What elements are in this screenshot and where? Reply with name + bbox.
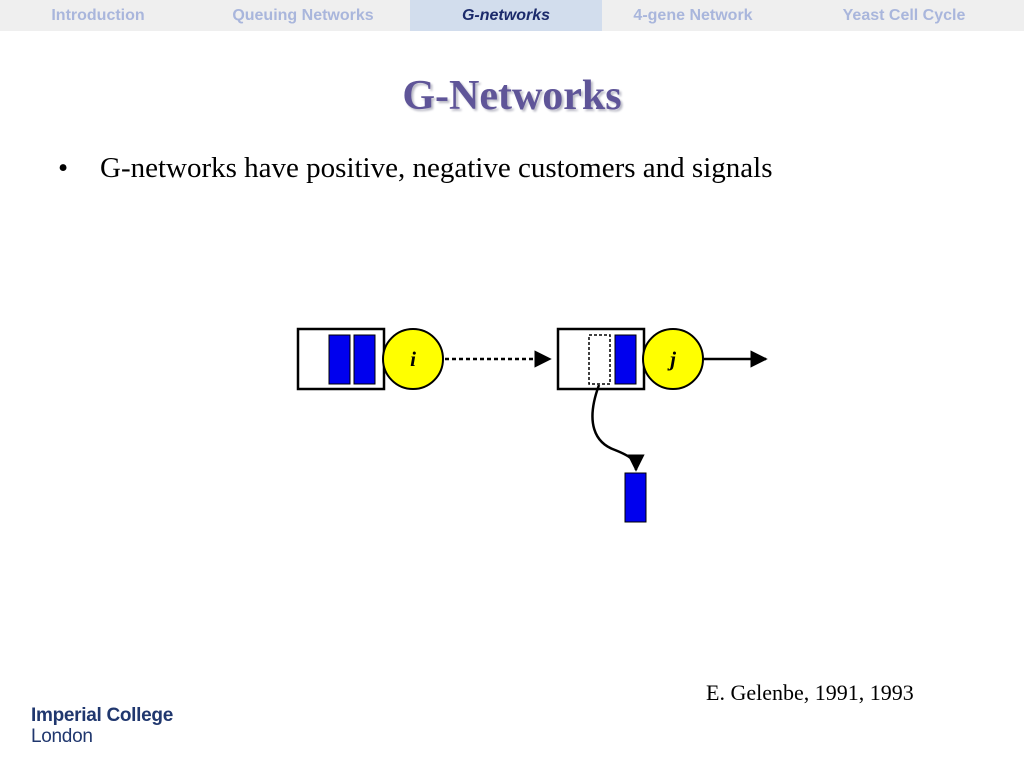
section-nav: Introduction Queuing Networks G-networks… bbox=[0, 0, 1024, 31]
bullet-text: G-networks have positive, negative custo… bbox=[100, 152, 773, 184]
logo-line-2: London bbox=[31, 726, 93, 747]
removed-customer bbox=[624, 472, 647, 523]
imperial-college-logo: Imperial College London bbox=[31, 705, 173, 747]
g-network-diagram: i j bbox=[296, 327, 768, 523]
server-j bbox=[642, 328, 704, 390]
logo-line-1: Imperial College bbox=[31, 705, 173, 726]
removal-arrow bbox=[591, 384, 645, 472]
nav-tab-g-networks[interactable]: G-networks bbox=[410, 0, 602, 31]
bullet-symbol: • bbox=[58, 152, 69, 184]
slide-title: G-Networks bbox=[402, 73, 622, 119]
citation: E. Gelenbe, 1991, 1993 bbox=[706, 680, 914, 705]
customer-i-1 bbox=[328, 334, 351, 385]
customer-j-1 bbox=[614, 334, 637, 385]
server-i-label: i bbox=[410, 347, 416, 371]
customer-i-2 bbox=[353, 334, 376, 385]
server-i bbox=[382, 328, 444, 390]
nav-tab-queuing-networks[interactable]: Queuing Networks bbox=[232, 6, 374, 24]
removed-customer-placeholder bbox=[588, 334, 611, 385]
bullet-item: • G-networks have positive, negative cus… bbox=[58, 152, 772, 185]
nav-tab-yeast-cell-cycle[interactable]: Yeast Cell Cycle bbox=[842, 6, 966, 24]
server-j-label: j bbox=[667, 347, 676, 371]
nav-tab-4-gene-network[interactable]: 4-gene Network bbox=[633, 6, 753, 24]
nav-tab-introduction[interactable]: Introduction bbox=[51, 6, 145, 24]
